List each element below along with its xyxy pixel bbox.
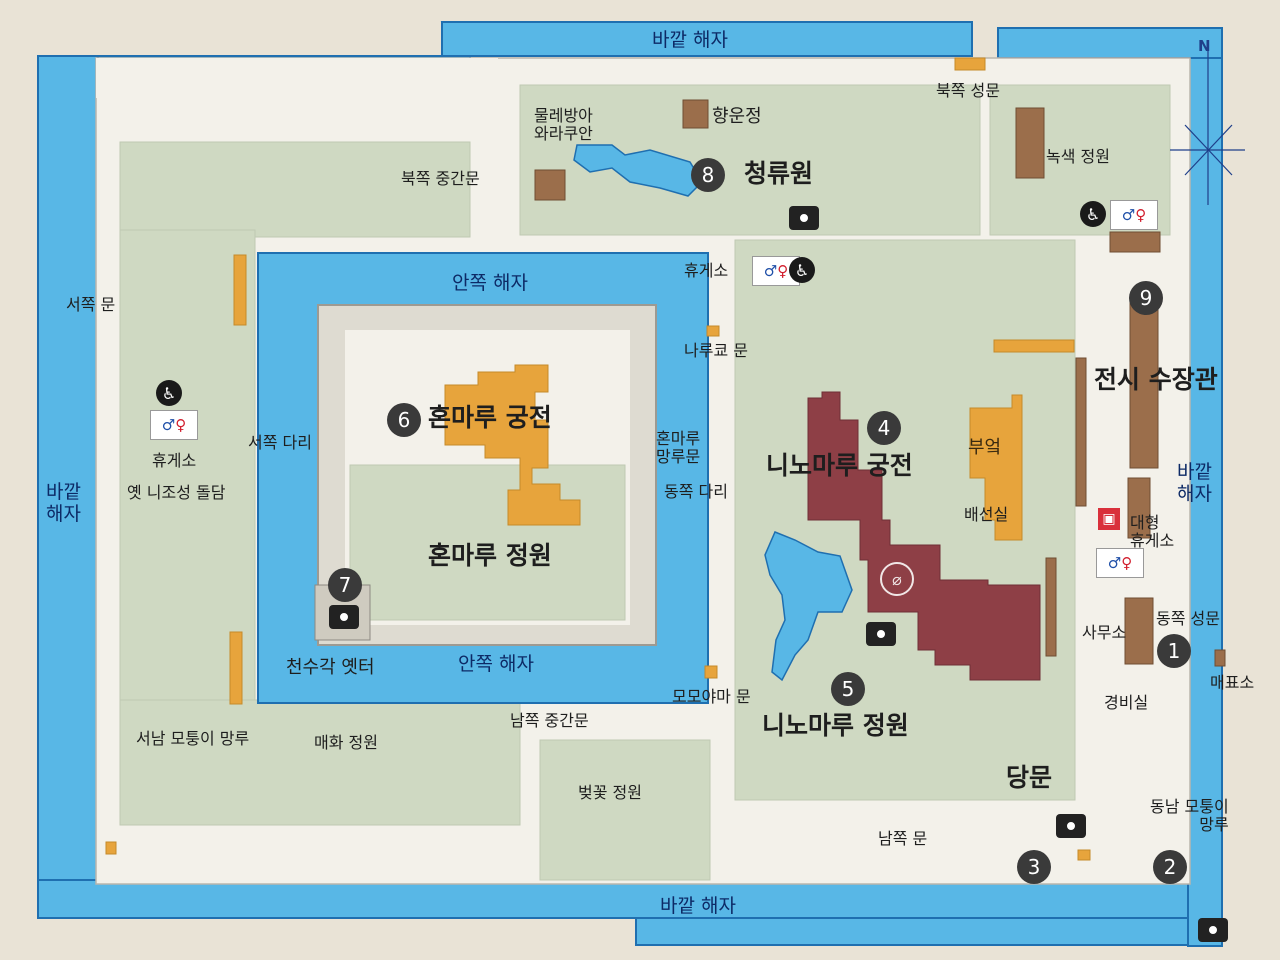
water-wheel-label: 물레방아 와라쿠안 [534, 106, 593, 144]
guard-room-label: 경비실 [1104, 693, 1149, 712]
karamon-label: 당문 [1006, 763, 1053, 792]
outer-moat-right-band [1187, 27, 1223, 947]
ninomaru-palace-label: 니노마루 궁전 [766, 451, 913, 480]
camera-icon [789, 206, 819, 230]
gate-structures [105, 57, 1091, 861]
west-bridge-label: 서쪽 다리 [248, 433, 312, 452]
honmaru-tower-gate-label: 혼마루 망루문 [656, 429, 701, 467]
camera-icon [866, 622, 896, 646]
wheelchair-icon: ♿ [156, 380, 182, 406]
west-gate-label: 서쪽 문 [66, 295, 116, 314]
east-bridge-label: 동쪽 다리 [664, 482, 728, 501]
compass-rose [1170, 50, 1245, 205]
inner-moat-bottom-label: 안쪽 해자 [458, 653, 534, 675]
marker-8[interactable]: 8 [691, 158, 725, 192]
marker-9[interactable]: 9 [1129, 281, 1163, 315]
honmaru-garden-label: 혼마루 정원 [428, 541, 552, 570]
honmaru-palace-label: 혼마루 궁전 [428, 403, 552, 432]
north-gate-label: 북쪽 성문 [936, 81, 1000, 100]
kitchen-building [969, 394, 1023, 541]
wall-top-left-block [96, 58, 498, 98]
rest-area-west-label: 휴게소 [152, 451, 197, 470]
marker-2[interactable]: 2 [1153, 850, 1187, 884]
outer-moat-left-label: 바깥 해자 [46, 481, 81, 525]
outer-moat-right-label: 바깥 해자 [1177, 461, 1212, 505]
compass-north-label: N [1198, 37, 1211, 55]
tenshu-site-label: 천수각 옛터 [286, 657, 375, 678]
green-garden-label: 녹색 정원 [1046, 147, 1110, 166]
marker-1[interactable]: 1 [1157, 634, 1191, 668]
plum-garden-label: 매화 정원 [314, 733, 378, 752]
southeast-tower-label: 동남 모퉁이 망루 [1150, 797, 1229, 835]
ninomaru-garden-label: 니노마루 정원 [762, 711, 909, 740]
marker-5[interactable]: 5 [831, 672, 865, 706]
momoyama-gate-label: 모모야마 문 [672, 687, 751, 706]
outer-moat-top-band [441, 21, 973, 57]
hyounjeong-label: 향운정 [712, 106, 762, 127]
cherry-garden-label: 벚꽃 정원 [578, 783, 642, 802]
east-gate-label: 동쪽 성문 [1156, 609, 1220, 628]
restroom-icon: ♂♀ [1110, 200, 1158, 230]
honmaru-palace-shape [444, 364, 581, 526]
narukyo-gate-label: 나루쿄 문 [684, 341, 748, 360]
ninomaru-pond [764, 531, 853, 682]
office-label: 사무소 [1082, 623, 1127, 642]
marker-4[interactable]: 4 [867, 411, 901, 445]
ticket-office-label: 매표소 [1210, 673, 1255, 692]
seiryuen-label: 청류원 [744, 159, 814, 188]
camera-icon [329, 605, 359, 629]
north-middle-gate-label: 북쪽 중간문 [401, 169, 480, 188]
marker-3[interactable]: 3 [1017, 850, 1051, 884]
outer-moat-bottom-label: 바깥 해자 [660, 895, 736, 917]
seiryuen-pond [573, 144, 703, 197]
outer-moat-right-top [997, 27, 1223, 59]
south-middle-gate-label: 남쪽 중간문 [510, 711, 589, 730]
camera-icon [1198, 918, 1228, 942]
kitchen-label: 부엌 [968, 437, 1002, 458]
restroom-icon: ♂♀ [150, 410, 198, 440]
marker-7[interactable]: 7 [328, 568, 362, 602]
outer-moat-bottom-band [37, 879, 1223, 919]
southwest-tower-label: 서남 모퉁이 망루 [136, 729, 250, 748]
inner-moat-top-label: 안쪽 해자 [452, 272, 528, 294]
outer-moat-left-band [37, 55, 99, 917]
grounds [119, 84, 1171, 881]
no-photography-icon: ⌀ [880, 562, 914, 596]
serving-room-label: 배선실 [964, 505, 1009, 524]
outer-moat-top-label: 바깥 해자 [652, 29, 728, 51]
gift-icon: ▣ [1098, 508, 1120, 530]
marker-6[interactable]: 6 [387, 403, 421, 437]
rest-area-north-label: 휴게소 [684, 261, 729, 280]
ninomaru-palace-shape [807, 391, 1041, 681]
large-rest-area-label: 대형 휴게소 [1130, 513, 1175, 551]
honmaru-green [349, 464, 626, 621]
south-gate-label: 남쪽 문 [878, 829, 928, 848]
restroom-icon: ♂♀ [1096, 548, 1144, 578]
wheelchair-icon: ♿ [789, 257, 815, 283]
exhibition-hall-label: 전시 수장관 [1094, 365, 1218, 394]
wheelchair-icon: ♿ [1080, 201, 1106, 227]
brown-buildings [534, 99, 1226, 667]
camera-icon [1056, 814, 1086, 838]
old-stone-wall-label: 옛 니조성 돌담 [127, 483, 226, 502]
